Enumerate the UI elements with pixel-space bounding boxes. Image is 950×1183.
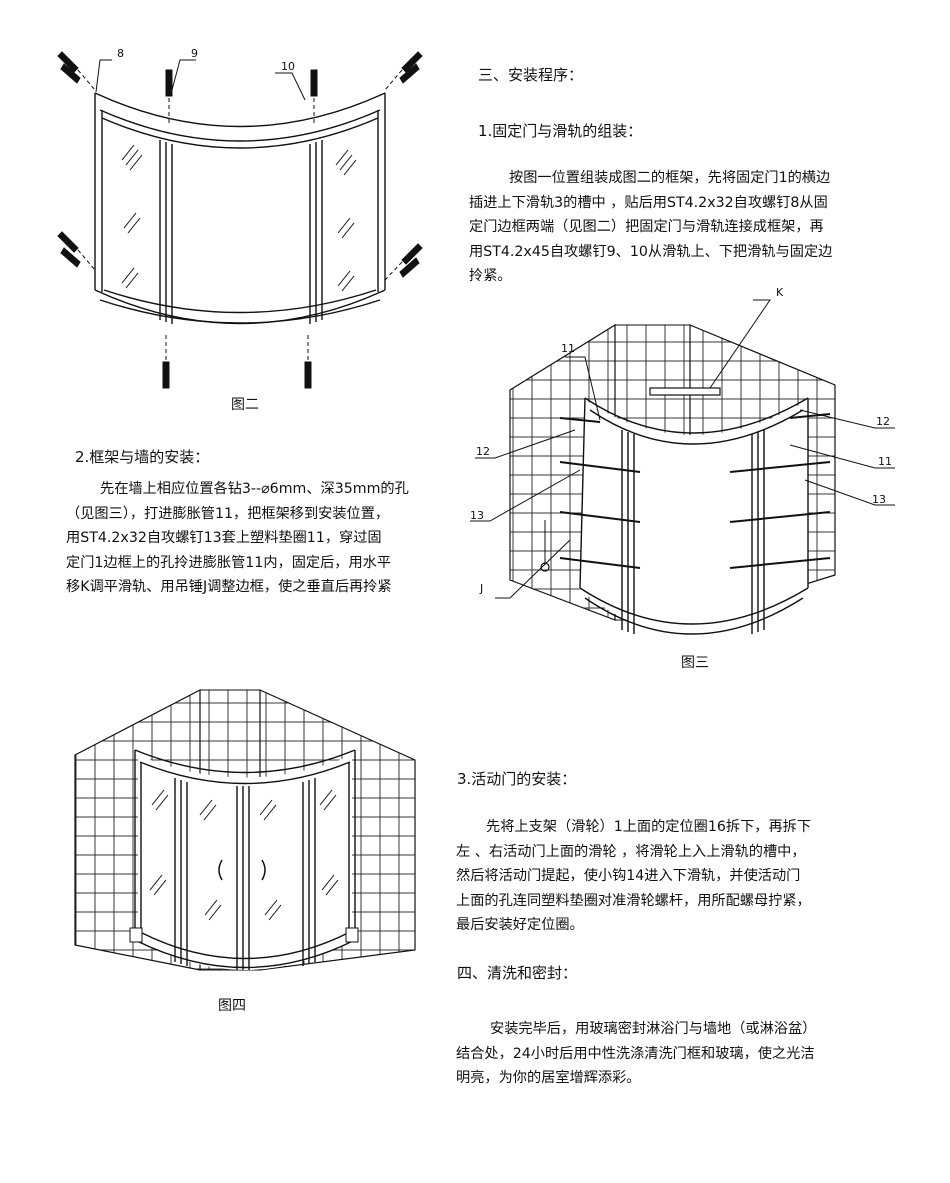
step2-line: 移K调平滑轨、用吊锤J调整边框，使之垂直后再拎紧 bbox=[66, 579, 392, 595]
fig3-label-13: 13 bbox=[470, 509, 484, 522]
step3-line: 上面的孔连同塑料垫圈对准滑轮螺杆，用所配螺母拧紧， bbox=[456, 892, 811, 909]
step1-line: 定门边框两端（见图二）把固定门与滑轨连接成框架，再 bbox=[469, 219, 824, 235]
step3-line: 然后将活动门提起，使小钩14进入下滑轨，并使活动门 bbox=[456, 868, 801, 884]
clean-title: 四、清洗和密封： bbox=[457, 964, 578, 982]
step1-paragraph: 按图一位置组装成图二的框架，先将固定门1的横边 插进上下滑轨3的槽中 ，贴后用S… bbox=[469, 166, 832, 289]
step1-line: 拎紧。 bbox=[469, 268, 512, 284]
step3-line: 先将上支架（滑轮）1上面的定位圈16拆下，再拆下 bbox=[486, 819, 812, 835]
step2-line: 先在墙上相应位置各钻3--⌀6mm、深35mm的孔 bbox=[100, 481, 409, 497]
fig3-label-12: 12 bbox=[476, 445, 490, 458]
figure-2-diagram: 8 9 10 bbox=[57, 47, 423, 389]
step3-title: 3.活动门的安装： bbox=[457, 770, 577, 788]
fig3-caption: 图三 bbox=[681, 655, 709, 671]
fig4-caption: 图四 bbox=[218, 998, 246, 1014]
fig3-label-K: K bbox=[776, 286, 784, 299]
step1-line: 用ST4.2x45自攻螺钉9、10从滑轨上、下把滑轨与固定边 bbox=[469, 243, 833, 260]
step2-line: 用ST4.2x32自攻螺钉13套上塑料垫圈11，穿过固 bbox=[66, 530, 382, 546]
fig3-label-11: 11 bbox=[878, 455, 892, 468]
step3-line: 左 、右活动门上面的滑轮 ，将滑轮上入上滑轨的槽中， bbox=[456, 843, 806, 860]
fig2-label-10: 10 bbox=[281, 60, 295, 73]
step2-line: 定门1边框上的孔拎进膨胀管11内，固定后，用水平 bbox=[66, 554, 392, 571]
clean-paragraph: 安装完毕后，用玻璃密封淋浴门与墙地（或淋浴盆） 结合处，24小时后用中性洗涤清洗… bbox=[456, 1017, 816, 1091]
figure-4-diagram bbox=[74, 689, 416, 971]
install-title: 三、安装程序： bbox=[478, 66, 584, 84]
step2-title: 2.框架与墙的安装： bbox=[75, 448, 210, 466]
fig2-caption: 图二 bbox=[231, 397, 259, 413]
step1-title: 1.固定门与滑轨的组装： bbox=[478, 122, 643, 140]
fig2-label-9: 9 bbox=[191, 47, 198, 60]
step2-line: （见图三），打进膨胀管11，把框架移到安装位置， bbox=[66, 505, 390, 522]
step3-paragraph: 先将上支架（滑轮）1上面的定位圈16拆下，再拆下 左 、右活动门上面的滑轮 ，将… bbox=[456, 815, 811, 938]
fig3-label-J: J bbox=[479, 582, 483, 595]
fig3-label-11: 11 bbox=[561, 342, 575, 355]
clean-line: 安装完毕后，用玻璃密封淋浴门与墙地（或淋浴盆） bbox=[490, 1021, 817, 1037]
clean-line: 结合处，24小时后用中性洗涤清洗门框和玻璃，使之光洁 bbox=[456, 1045, 815, 1062]
step1-line: 按图一位置组装成图二的框架，先将固定门1的横边 bbox=[509, 170, 831, 186]
fig2-label-8: 8 bbox=[117, 47, 124, 60]
figure-3-diagram: K 11 12 11 13 12 13 J bbox=[470, 286, 895, 635]
clean-line: 明亮，为你的居室增辉添彩。 bbox=[456, 1070, 641, 1086]
step3-line: 最后安装好定位圈。 bbox=[456, 917, 584, 933]
fig3-label-12: 12 bbox=[876, 415, 890, 428]
step2-paragraph: 先在墙上相应位置各钻3--⌀6mm、深35mm的孔 （见图三），打进膨胀管11，… bbox=[66, 477, 409, 600]
fig3-label-13: 13 bbox=[872, 493, 886, 506]
step1-line: 插进上下滑轨3的槽中 ，贴后用ST4.2x32自攻螺钉8从固 bbox=[469, 194, 828, 211]
